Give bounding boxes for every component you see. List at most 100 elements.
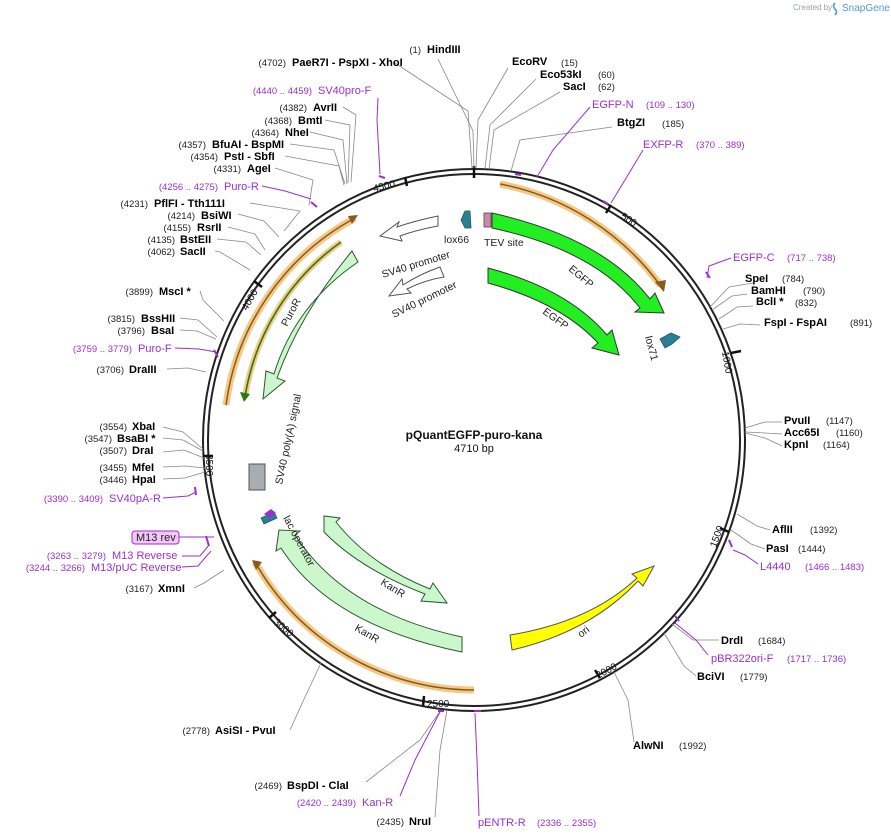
primer-egfp-n[interactable]: EGFP-N (109 .. 130) — [592, 99, 695, 111]
svg-text:BfuAI - BspMI: BfuAI - BspMI — [212, 139, 284, 151]
svg-text:SacII: SacII — [180, 246, 206, 258]
site-bsai[interactable]: (3796)BsaI — [118, 325, 175, 337]
svg-text:EGFP-N: EGFP-N — [592, 99, 634, 111]
tick-4500: 4500 — [372, 176, 409, 195]
site-bsabi[interactable]: (3547)BsaBI * — [85, 433, 157, 445]
svg-text:(3455): (3455) — [100, 463, 127, 474]
svg-text:M13 Reverse: M13 Reverse — [112, 550, 177, 562]
primer-l4440[interactable]: L4440(1466 .. 1483) — [760, 561, 864, 573]
site-drdi[interactable]: DrdI(1684) — [721, 635, 785, 647]
svg-text:(1147): (1147) — [826, 416, 853, 427]
primer-exfp-r[interactable]: EXFP-R(370 .. 389) — [643, 139, 745, 151]
site-fspi-fspai[interactable]: FspI - FspAI(891) — [764, 317, 872, 329]
site-pvuii[interactable]: PvuII(1147) — [784, 415, 853, 427]
svg-text:(790): (790) — [803, 286, 825, 297]
site-acc65i[interactable]: Acc65I(1160) — [784, 427, 863, 439]
site-pflfi-tth111i[interactable]: (4231)PflFI - Tth111I — [121, 198, 225, 210]
site-bsiwi[interactable]: (4214)BsiWI — [168, 210, 232, 222]
primer-kan-r[interactable]: (2420 .. 2439)Kan-R — [297, 797, 393, 809]
svg-text:(370 .. 389): (370 .. 389) — [696, 140, 745, 151]
svg-text:(109 .. 130): (109 .. 130) — [646, 100, 695, 111]
site-eco53ki[interactable]: Eco53kI(60) — [540, 69, 615, 81]
svg-text:(1684): (1684) — [758, 636, 785, 647]
svg-text:1000: 1000 — [719, 351, 734, 375]
site-bspdi-clai[interactable]: (2469)BspDI - ClaI — [255, 780, 349, 792]
primer-puro-f[interactable]: (3759 .. 3779)Puro-F — [73, 343, 172, 355]
svg-text:(62): (62) — [598, 82, 615, 93]
svg-text:(3554): (3554) — [100, 422, 127, 433]
feature-lox71 — [659, 332, 681, 349]
site-alwni[interactable]: AlwNI(1992) — [633, 740, 706, 752]
svg-text:BciVI: BciVI — [697, 671, 725, 683]
feature-tev-site — [483, 212, 492, 228]
svg-text:BtgZI: BtgZI — [617, 117, 645, 129]
svg-text:(4214): (4214) — [168, 211, 195, 222]
svg-text:(1): (1) — [409, 45, 421, 56]
site-leader-lines — [162, 58, 783, 818]
primer-m13-puc-reverse[interactable]: (3244 .. 3266)M13/pUC Reverse — [26, 562, 182, 574]
svg-text:NruI: NruI — [409, 816, 431, 828]
site-mfei[interactable]: (3455)MfeI — [100, 462, 154, 474]
site-sacii[interactable]: (4062)SacII — [148, 246, 206, 258]
primer-pentr-r[interactable]: pENTR-R(2336 .. 2355) — [478, 817, 596, 829]
site-hpai[interactable]: (3446)HpaI — [100, 474, 156, 486]
site-bsshii[interactable]: (3815)BssHII — [108, 313, 176, 325]
site-ecorv[interactable]: EcoRV(15) — [512, 56, 578, 69]
site-msci[interactable]: (3899)MscI * — [126, 286, 192, 298]
svg-text:(3263 .. 3279): (3263 .. 3279) — [47, 551, 106, 562]
site-bamhi[interactable]: BamHI (790) — [751, 285, 825, 297]
svg-text:(1160): (1160) — [836, 428, 863, 439]
primer-sv40pa-r[interactable]: (3390 .. 3409)SV40pA-R — [44, 493, 161, 505]
site-pasi[interactable]: PasI(1444) — [766, 543, 825, 555]
svg-text:AgeI: AgeI — [247, 163, 271, 175]
feature-egfp-outer — [491, 212, 665, 314]
site-nrui[interactable]: (2435)NruI — [377, 816, 431, 828]
site-paer7i-pspxi-xhoi[interactable]: (4702)PaeR7I - PspXI - XhoI — [259, 57, 403, 69]
site-drai[interactable]: (3507)DraI — [100, 445, 154, 457]
tick-500: 500 — [604, 204, 639, 230]
site-avrii[interactable]: (4382)AvrII — [280, 102, 338, 114]
svg-text:BamHI: BamHI — [751, 285, 786, 297]
primer-pbr322ori-f[interactable]: pBR322ori-F(1717 .. 1736) — [711, 653, 846, 665]
svg-text:(15): (15) — [561, 58, 578, 69]
site-draiii[interactable]: (3706)DraIII — [97, 364, 157, 376]
site-bfuai-bspmi[interactable]: (4357) BfuAI - BspMI — [179, 139, 285, 151]
primer-sv40pro-f[interactable]: (4440 .. 4459)SV40pro-F — [253, 85, 372, 97]
site-xmni[interactable]: (3167)XmnI — [126, 583, 185, 595]
site-bcivi[interactable]: BciVI(1779) — [697, 671, 767, 683]
svg-text:(2336 .. 2355): (2336 .. 2355) — [537, 818, 596, 829]
svg-text:(891): (891) — [850, 318, 872, 329]
svg-text:BmtI: BmtI — [298, 115, 322, 127]
site-hindiii[interactable]: (1) HindIII — [409, 44, 460, 56]
site-asisi-pvui[interactable]: (2778)AsiSI - PvuI — [183, 725, 276, 737]
site-agei[interactable]: (4331)AgeI — [214, 163, 271, 175]
svg-text:PflFI - Tth111I: PflFI - Tth111I — [154, 198, 225, 210]
site-spei[interactable]: SpeI(784) — [745, 273, 804, 285]
site-nhei[interactable]: (4364)NheI — [252, 127, 309, 139]
svg-text:HindIII: HindIII — [427, 44, 461, 56]
site-btgzi[interactable]: BtgZI(185) — [617, 117, 684, 130]
site-saci[interactable]: SacI(62) — [563, 81, 615, 93]
primer-egfp-c[interactable]: EGFP-C(717 .. 738) — [733, 252, 836, 264]
site-psti-sbfi[interactable]: (4354)PstI - SbfI — [191, 151, 275, 163]
site-kpni[interactable]: KpnI(1164) — [784, 439, 850, 451]
svg-text:(3390 .. 3409): (3390 .. 3409) — [44, 494, 103, 505]
orf-puror-inner-band — [240, 239, 343, 402]
primer-puro-r[interactable]: (4256 .. 4275)Puro-R — [159, 181, 259, 193]
svg-text:(4357): (4357) — [179, 140, 206, 151]
site-bmti[interactable]: (4368)BmtI — [265, 115, 323, 127]
site-bsteii[interactable]: (4135)BstEII — [148, 234, 212, 246]
primer-marker-m13-rev-icon — [264, 509, 276, 518]
svg-text:(2778): (2778) — [183, 726, 210, 737]
site-aflii[interactable]: AflII(1392) — [772, 524, 837, 536]
site-xbai[interactable]: (3554)XbaI — [100, 421, 156, 433]
svg-text:(1164): (1164) — [823, 440, 850, 451]
primer-m13-reverse[interactable]: (3263 .. 3279) M13 Reverse — [47, 550, 178, 562]
feature-puror — [262, 250, 359, 401]
site-rsrii[interactable]: (4155)RsrII — [164, 222, 222, 234]
svg-text:PstI - SbfI: PstI - SbfI — [224, 151, 275, 163]
primer-m13-rev[interactable]: M13 rev — [131, 530, 180, 545]
site-bcli[interactable]: BclI *(832) — [756, 296, 817, 309]
svg-text:pBR322ori-F: pBR322ori-F — [711, 653, 774, 665]
